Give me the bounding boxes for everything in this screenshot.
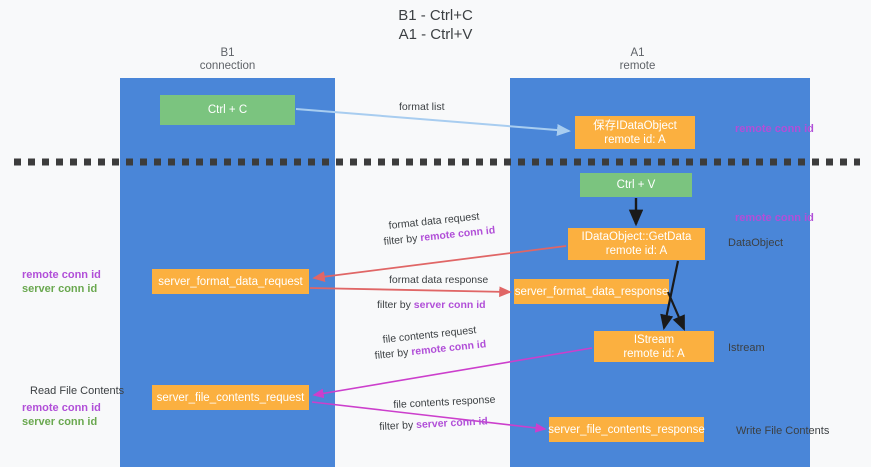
- annotation-left-remote-conn-id-2: remote conn id: [22, 402, 101, 414]
- node-ctrl-v: Ctrl + V: [580, 173, 692, 197]
- node-server-format-data-response-label: server_format_data_response: [514, 285, 669, 298]
- title-line-1: B1 - Ctrl+C: [398, 7, 473, 24]
- title-line-2: A1 - Ctrl+V: [398, 26, 473, 43]
- annotation-right-write-file-contents: Write File Contents: [736, 425, 830, 437]
- node-server-format-data-response: server_format_data_response: [514, 279, 669, 304]
- annotation-left-conn-ids-1: remote conn id server conn id: [22, 268, 101, 296]
- node-save-idataobject-line2: remote id: A: [604, 133, 666, 146]
- node-istream: IStream remote id: A: [594, 331, 714, 362]
- filter-by-text-1: filter by: [383, 232, 421, 248]
- node-idataobject-getdata-line1: IDataObject::GetData: [581, 231, 692, 243]
- column-header-b1-name: B1: [220, 47, 235, 59]
- edge-label-filter-by-server-conn-id-1: filter by server conn id: [377, 298, 486, 312]
- node-istream-line2: remote id: A: [623, 347, 685, 360]
- column-header-b1: B1 connection: [150, 47, 305, 73]
- server-conn-id-text-2: server conn id: [415, 415, 489, 432]
- node-ctrl-c-label: Ctrl + C: [207, 104, 248, 116]
- node-idataobject-getdata: IDataObject::GetData remote id: A: [568, 228, 705, 260]
- node-istream-line1: IStream: [633, 333, 675, 346]
- annotation-right-istream: Istream: [728, 342, 765, 354]
- annotation-left-remote-conn-id-1: remote conn id: [22, 269, 101, 281]
- edge-label-format-data-response: format data response: [389, 274, 489, 286]
- annotation-left-server-conn-id-1: server conn id: [22, 283, 98, 295]
- node-server-format-data-request: server_format_data_request: [152, 269, 309, 294]
- node-save-idataobject-line1: 保存IDataObject: [593, 119, 677, 132]
- edge-label-format-list: format list: [399, 101, 445, 113]
- column-header-a1-name: A1: [630, 47, 645, 59]
- node-ctrl-v-label: Ctrl + V: [616, 179, 656, 191]
- node-server-format-data-request-label: server_format_data_request: [158, 275, 303, 288]
- column-header-a1-sub: remote: [619, 60, 656, 72]
- filter-by-text-3: filter by: [374, 346, 412, 362]
- column-header-b1-sub: connection: [199, 60, 256, 72]
- node-server-file-contents-request-label: server_file_contents_request: [156, 391, 305, 404]
- edge-label-filter-by-server-conn-id-2: filter by server conn id: [379, 414, 488, 434]
- annotation-left-server-conn-id-2: server conn id: [22, 416, 98, 428]
- annotation-right-dataobject: DataObject: [728, 237, 784, 249]
- annotation-left-read-file-contents: Read File Contents: [30, 385, 125, 397]
- filter-by-text-2: filter by: [377, 299, 414, 311]
- node-idataobject-getdata-line2: remote id: A: [605, 245, 668, 257]
- annotation-right-remote-conn-id-2: remote conn id: [735, 212, 814, 224]
- edge-label-file-contents-response: file contents response: [393, 393, 496, 411]
- page-title: B1 - Ctrl+C A1 - Ctrl+V: [0, 6, 871, 44]
- node-server-file-contents-request: server_file_contents_request: [152, 385, 309, 410]
- annotation-right-remote-conn-id-1: remote conn id: [735, 123, 814, 135]
- node-server-file-contents-response-label: server_file_contents_response: [548, 423, 705, 436]
- column-header-a1: A1 remote: [560, 47, 715, 73]
- node-ctrl-c: Ctrl + C: [160, 95, 295, 125]
- annotation-left-conn-ids-2: remote conn id server conn id: [22, 401, 101, 429]
- node-server-file-contents-response: server_file_contents_response: [548, 417, 705, 442]
- node-save-idataobject: 保存IDataObject remote id: A: [575, 116, 695, 149]
- arrow-format-data-response: [309, 286, 512, 298]
- filter-by-text-4: filter by: [379, 419, 417, 433]
- server-conn-id-text-1: server conn id: [413, 299, 486, 311]
